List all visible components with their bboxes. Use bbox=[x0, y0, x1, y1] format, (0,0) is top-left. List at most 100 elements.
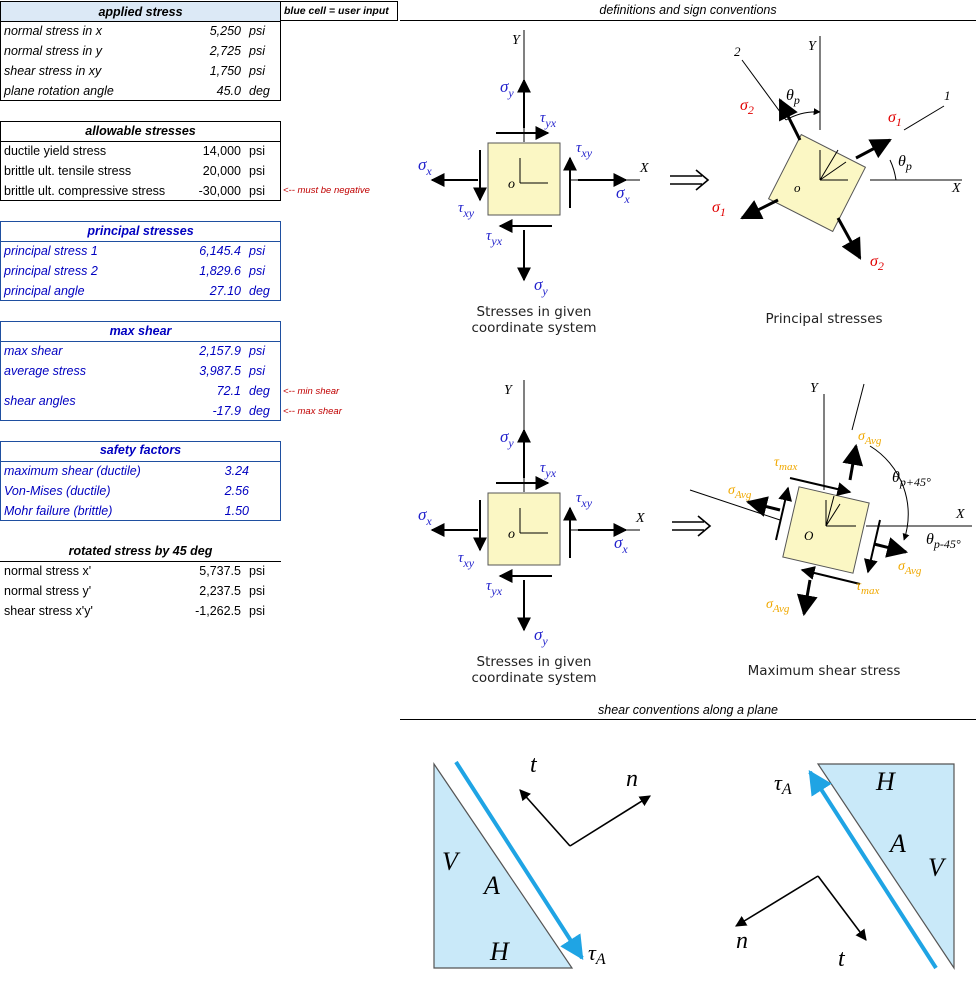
tau-max-label: τmax bbox=[774, 455, 797, 473]
caption-principal: Principal stresses bbox=[765, 311, 882, 327]
sigma-avg-label: σAvg bbox=[858, 429, 882, 447]
principal-angle-value: 27.10 bbox=[209, 284, 241, 298]
sigma-y-label: σy bbox=[534, 625, 548, 648]
caption-given-line2: coordinate system bbox=[471, 670, 596, 686]
implies-arrow-icon bbox=[670, 169, 710, 191]
sigma-y-label: σy bbox=[534, 275, 548, 298]
row-label: principal angle bbox=[4, 284, 85, 298]
legend-note: blue cell = user input bbox=[284, 5, 389, 17]
input-brittle-tensile[interactable]: 20,000 bbox=[202, 164, 241, 178]
caption-given-line1: Stresses in given bbox=[477, 304, 592, 320]
sf-max-shear-value: 3.24 bbox=[224, 464, 249, 478]
max-shear-row: max shear 2,157.9 psi bbox=[1, 341, 280, 361]
theta-p-plus-label: θp+45° bbox=[892, 469, 931, 489]
unit-label: psi bbox=[249, 344, 265, 358]
shear-angle-max-value: -17.9 bbox=[212, 404, 242, 418]
allowable-row: brittle ult. compressive stress -30,000 … bbox=[1, 181, 280, 201]
principal-stresses-table bbox=[0, 221, 281, 301]
stress-element bbox=[487, 142, 561, 216]
applied-stress-title: applied stress bbox=[1, 2, 280, 22]
row-label: normal stress y' bbox=[4, 584, 92, 598]
sf-mohr-value: 1.50 bbox=[224, 504, 249, 518]
unit-label: psi bbox=[249, 364, 265, 378]
row-label: ductile yield stress bbox=[4, 144, 107, 158]
implies-arrow-icon bbox=[672, 515, 712, 537]
plane-a-label: A bbox=[888, 829, 906, 858]
max-shear-value: 2,157.9 bbox=[199, 344, 241, 358]
sigma-2-label: σ2 bbox=[740, 97, 754, 117]
plane-v-label: V bbox=[442, 847, 461, 876]
tau-max-label: τmax bbox=[856, 579, 879, 597]
tau-yx-label: τyx bbox=[486, 578, 503, 598]
unit-label: deg bbox=[249, 404, 270, 418]
shear-element bbox=[782, 486, 870, 574]
average-stress-value: 3,987.5 bbox=[199, 364, 241, 378]
rotated-row: normal stress y' 2,237.5 psi bbox=[1, 581, 280, 601]
tau-a-label: τA bbox=[588, 940, 606, 968]
max-shear-diagram: Y X O θp+45° θp-45° σAvg σAvg σAvg σAvg … bbox=[689, 381, 972, 679]
unit-label: psi bbox=[249, 144, 265, 158]
safety-factors-title: safety factors bbox=[99, 443, 182, 457]
input-ductile-yield[interactable]: 14,000 bbox=[202, 144, 241, 158]
n-axis-label: n bbox=[626, 766, 638, 792]
tau-xy-label: τxy bbox=[458, 200, 475, 220]
row-label: brittle ult. compressive stress bbox=[4, 184, 166, 198]
row-label: maximum shear (ductile) bbox=[4, 464, 141, 478]
shear-plane-left: V A H τA t n bbox=[433, 752, 651, 969]
input-sigma-x[interactable]: 5,250 bbox=[209, 24, 241, 38]
x-axis-label: X bbox=[951, 181, 961, 196]
unit-label: deg bbox=[249, 384, 270, 398]
given-stress-diagram-top: o Y X σy σy σx σx τyx τyx τxy τxy Stress… bbox=[418, 30, 649, 336]
shear-plane-right: H A V τA n t bbox=[735, 763, 955, 972]
plane-v-label: V bbox=[928, 853, 947, 882]
sf-von-mises-value: 2.56 bbox=[224, 484, 249, 498]
tau-yx-label: τyx bbox=[540, 110, 557, 130]
safety-row: Mohr failure (brittle) 1.50 bbox=[1, 501, 280, 521]
row-label: normal stress x' bbox=[4, 564, 92, 578]
sigma-1-label: σ1 bbox=[712, 199, 726, 219]
caption-given-line2: coordinate system bbox=[471, 320, 596, 336]
allowable-stresses-title: allowable stresses bbox=[85, 124, 196, 138]
applied-row-xy: shear stress in xy 1,750 psi bbox=[1, 61, 280, 81]
plane-h-label: H bbox=[875, 767, 896, 796]
t-axis-label: t bbox=[838, 946, 846, 972]
sigma-y-label: σy bbox=[500, 427, 514, 450]
applied-row-angle: plane rotation angle 45.0 deg bbox=[1, 81, 280, 101]
row-label: principal stress 2 bbox=[4, 264, 98, 278]
t-axis-label: t bbox=[530, 752, 538, 778]
y-axis-label: Y bbox=[808, 39, 818, 54]
unit-label: psi bbox=[249, 164, 265, 178]
max-shear-title: max shear bbox=[109, 324, 172, 338]
rotated-row: shear stress x'y' -1,262.5 psi bbox=[1, 601, 280, 621]
definitions-title: definitions and sign conventions bbox=[599, 3, 777, 17]
tau-yx-label: τyx bbox=[540, 460, 557, 480]
tau-xy-label: τxy bbox=[576, 490, 593, 510]
sigma-2-label: σ2 bbox=[870, 253, 884, 273]
input-sigma-y[interactable]: 2,725 bbox=[209, 44, 241, 58]
x-axis-label: X bbox=[639, 161, 649, 176]
rotated-element bbox=[767, 133, 867, 233]
plane-h-label: H bbox=[489, 937, 510, 966]
origin-label: o bbox=[794, 180, 801, 195]
rotated-sigma-y-value: 2,237.5 bbox=[199, 584, 241, 598]
principal-row: principal stress 2 1,829.6 psi bbox=[1, 261, 280, 281]
input-tau-xy[interactable]: 1,750 bbox=[209, 64, 241, 78]
sigma-y-label: σy bbox=[500, 77, 514, 100]
shear-angle-min-value: 72.1 bbox=[216, 384, 241, 398]
principal-stress-diagram: Y X 2 1 o θp θp σ2 σ2 σ1 σ1 Principal st… bbox=[712, 36, 962, 327]
input-rotation-angle[interactable]: 45.0 bbox=[216, 84, 241, 98]
x-axis-label: X bbox=[635, 511, 645, 526]
rotated-row: normal stress x' 5,737.5 psi bbox=[1, 561, 280, 581]
theta-p-minus-label: θp-45° bbox=[926, 531, 961, 551]
y-axis-label: Y bbox=[504, 383, 514, 398]
unit-label: psi bbox=[249, 584, 265, 598]
row-label: Mohr failure (brittle) bbox=[4, 504, 113, 518]
principal-row: principal angle 27.10 deg bbox=[1, 281, 280, 301]
input-brittle-compressive[interactable]: -30,000 bbox=[198, 184, 241, 198]
row-label: max shear bbox=[4, 344, 63, 358]
legend-cell bbox=[280, 1, 398, 21]
row-label: average stress bbox=[4, 364, 86, 378]
unit-label: psi bbox=[249, 604, 265, 618]
max-shear-row: average stress 3,987.5 psi bbox=[1, 361, 280, 381]
